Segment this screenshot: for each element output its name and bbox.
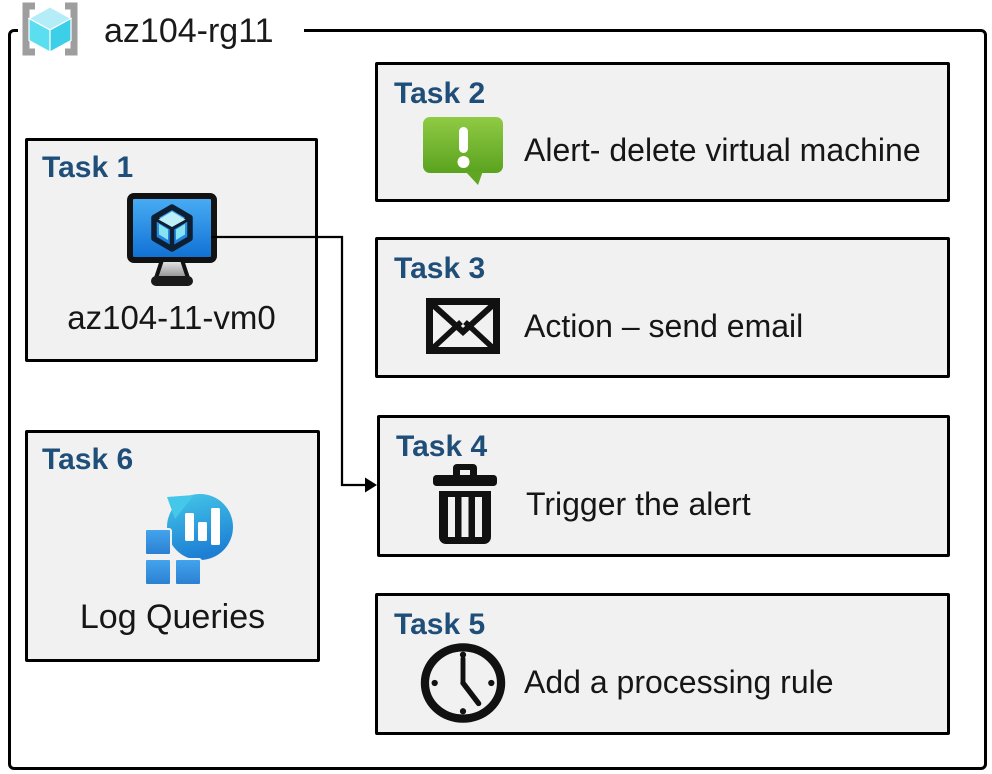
task-6-title: Task 6 xyxy=(42,443,134,476)
task-4-box: Task 4 Trigger the alert xyxy=(377,415,950,557)
resource-group-legend: az104-rg11 xyxy=(18,2,304,61)
task-5-title: Task 5 xyxy=(394,608,486,641)
email-icon xyxy=(418,298,508,354)
task-4-title: Task 4 xyxy=(396,430,488,463)
task-2-box: Task 2 Alert- delete virtual machine xyxy=(375,62,950,202)
task-6-box: Task 6 Log Q xyxy=(25,430,320,662)
task-5-box: Task 5 Add a processing rule xyxy=(375,593,950,735)
task-3-title: Task 3 xyxy=(394,252,486,285)
task-2-title: Task 2 xyxy=(394,77,486,110)
alert-icon xyxy=(418,115,508,186)
log-queries-icon xyxy=(68,476,303,598)
task-2-label: Alert- delete virtual machine xyxy=(524,132,921,168)
task-4-label: Trigger the alert xyxy=(526,486,751,522)
task-3-box: Task 3 Action – send email xyxy=(375,237,950,378)
task-1-title: Task 1 xyxy=(42,151,134,184)
trash-icon xyxy=(420,464,510,545)
task-1-box: Task 1 xyxy=(25,138,318,362)
task-6-label: Log Queries xyxy=(79,598,266,636)
virtual-machine-icon xyxy=(42,184,301,299)
resource-group-icon xyxy=(18,2,82,61)
task-5-label: Add a processing rule xyxy=(524,664,834,700)
resource-group-name: az104-rg11 xyxy=(104,11,274,50)
clock-icon xyxy=(418,642,508,724)
resource-group-container xyxy=(8,29,987,770)
task-3-label: Action – send email xyxy=(524,307,804,344)
task-1-label: az104-11-vm0 xyxy=(67,299,276,336)
